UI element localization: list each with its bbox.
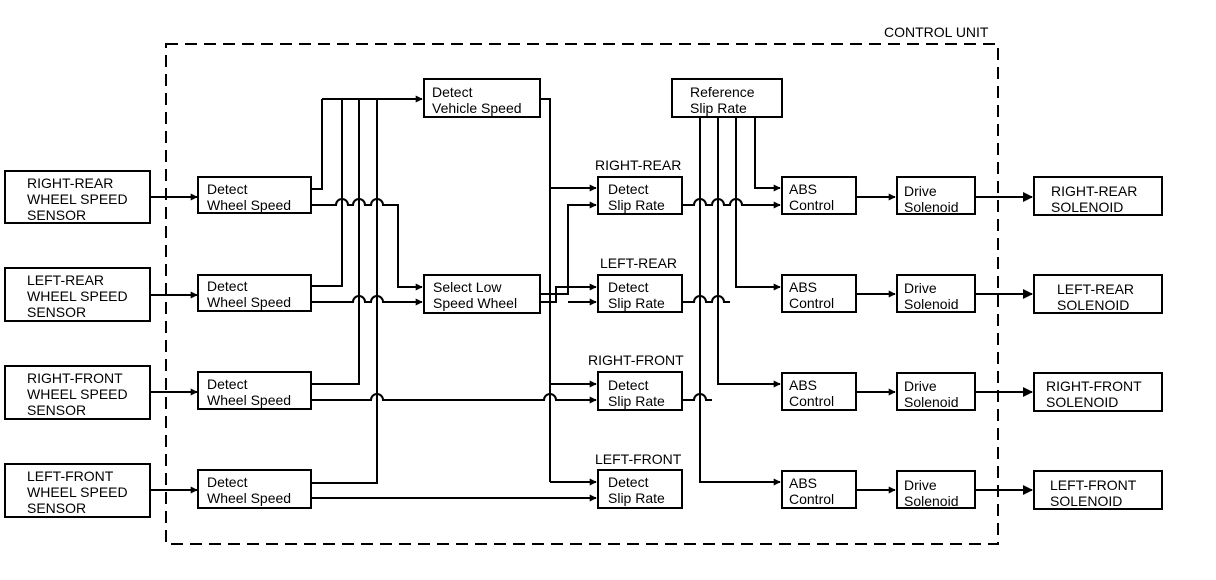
solenoid-left-rear: LEFT-REAR SOLENOID [1033,274,1163,314]
box-label-line: Vehicle Speed [432,100,522,116]
box-label-line: Drive [904,378,937,394]
channel-label-right-front: RIGHT-FRONT [588,352,684,368]
sensor-label-line: SENSOR [27,207,86,223]
box-label-line: SOLENOID [1046,394,1118,410]
box-label-line: ABS [789,181,817,197]
box-label-line: Slip Rate [608,393,665,409]
box-label-line: Detect [608,377,649,393]
detect-wheel-speed-box: Detect Wheel Speed [197,469,312,509]
detect-slip-rate-box: Detect Slip Rate [597,274,683,313]
solenoid-right-front: RIGHT-FRONT SOLENOID [1033,372,1163,412]
box-label-line: RIGHT-FRONT [1046,378,1142,394]
box-label-line: Slip Rate [608,295,665,311]
detect-slip-rate-box: Detect Slip Rate [597,469,683,509]
sensor-label-line: LEFT-FRONT [27,468,114,484]
box-label-line: Slip Rate [608,197,665,213]
detect-wheel-speed-box: Detect Wheel Speed [197,274,312,312]
box-label-line: Slip Rate [608,490,665,506]
box-label-line: Wheel Speed [207,294,291,310]
box-label-line: Wheel Speed [207,490,291,506]
box-label-line: Speed Wheel [433,295,517,311]
box-label-line: Wheel Speed [207,392,291,408]
detect-wheel-speed-box: Detect Wheel Speed [197,176,312,214]
solenoid-right-rear: RIGHT-REAR SOLENOID [1033,176,1163,216]
sensor-label-line: WHEEL SPEED [27,288,128,304]
box-label-line: ABS [789,377,817,393]
sensor-right-front: RIGHT-FRONT WHEEL SPEED SENSOR [4,365,151,420]
box-label-line: RIGHT-REAR [1051,183,1137,199]
box-label-line: SOLENOID [1051,199,1123,215]
box-label-line: SOLENOID [1057,297,1129,313]
solenoid-left-front: LEFT-FRONT SOLENOID [1033,470,1163,510]
box-label-line: Control [789,393,834,409]
sensor-label-line: WHEEL SPEED [27,386,128,402]
sensor-label-line: SENSOR [27,304,86,320]
drive-solenoid-box: Drive Solenoid [896,372,976,411]
detect-vehicle-speed-box: Detect Vehicle Speed [423,78,541,118]
box-label-line: ABS [789,475,817,491]
sensor-label-line: WHEEL SPEED [27,484,128,500]
signal-wiring [311,95,1033,502]
box-label-line: LEFT-FRONT [1050,477,1137,493]
box-label-line: Solenoid [904,493,959,509]
box-label-line: Reference [690,84,755,100]
box-label-line: Detect [207,376,248,392]
drive-solenoid-box: Drive Solenoid [896,470,976,509]
box-label-line: Detect [432,84,473,100]
reference-slip-rate-box: Reference Slip Rate [671,78,783,118]
box-label-line: Select Low [433,279,502,295]
detect-slip-rate-box: Detect Slip Rate [597,371,683,411]
box-label-line: ABS [789,279,817,295]
box-label-line: LEFT-REAR [1057,281,1134,297]
box-label-line: Wheel Speed [207,197,291,213]
drive-solenoid-box: Drive Solenoid [896,176,976,215]
box-label-line: Detect [207,278,248,294]
abs-control-box: ABS Control [781,274,857,313]
channel-label-left-rear: LEFT-REAR [600,255,677,271]
sensor-label-line: RIGHT-REAR [27,175,113,191]
sensor-right-rear: RIGHT-REAR WHEEL SPEED SENSOR [4,170,151,224]
abs-control-box: ABS Control [781,372,857,411]
box-label-line: Slip Rate [690,100,747,116]
box-label-line: Solenoid [904,394,959,410]
select-low-speed-wheel-box: Select Low Speed Wheel [423,274,541,314]
abs-control-box: ABS Control [781,176,857,215]
detect-wheel-speed-box: Detect Wheel Speed [197,371,312,410]
box-label-line: Solenoid [904,296,959,312]
sensor-left-front: LEFT-FRONT WHEEL SPEED SENSOR [4,463,151,518]
box-label-line: Drive [904,477,937,493]
box-label-line: Detect [207,474,248,490]
sensor-label-line: SENSOR [27,500,86,516]
box-label-line: Drive [904,280,937,296]
box-label-line: Solenoid [904,199,959,215]
box-label-line: Control [789,491,834,507]
sensor-label-line: SENSOR [27,402,86,418]
control-unit-label: CONTROL UNIT [884,24,989,40]
sensor-left-rear: LEFT-REAR WHEEL SPEED SENSOR [4,267,151,322]
sensor-label-line: LEFT-REAR [27,272,104,288]
box-label-line: Detect [608,474,649,490]
box-label-line: Drive [904,183,937,199]
drive-solenoid-box: Drive Solenoid [896,274,976,313]
box-label-line: SOLENOID [1050,493,1122,509]
box-label-line: Control [789,197,834,213]
abs-control-box: ABS Control [781,470,857,509]
box-label-line: Detect [608,181,649,197]
box-label-line: Control [789,295,834,311]
channel-label-left-front: LEFT-FRONT [595,451,682,467]
box-label-line: Detect [207,181,248,197]
sensor-label-line: WHEEL SPEED [27,191,128,207]
box-label-line: Detect [608,279,649,295]
channel-label-right-rear: RIGHT-REAR [595,157,681,173]
sensor-label-line: RIGHT-FRONT [27,370,123,386]
detect-slip-rate-box: Detect Slip Rate [597,176,683,215]
